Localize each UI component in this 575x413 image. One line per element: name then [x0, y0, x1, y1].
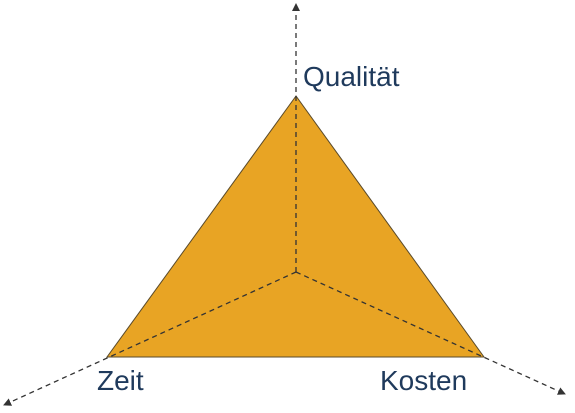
label-cost: Kosten	[380, 365, 467, 396]
label-quality: Qualität	[303, 61, 400, 92]
axis-cost	[295, 271, 566, 395]
label-time: Zeit	[97, 365, 144, 396]
